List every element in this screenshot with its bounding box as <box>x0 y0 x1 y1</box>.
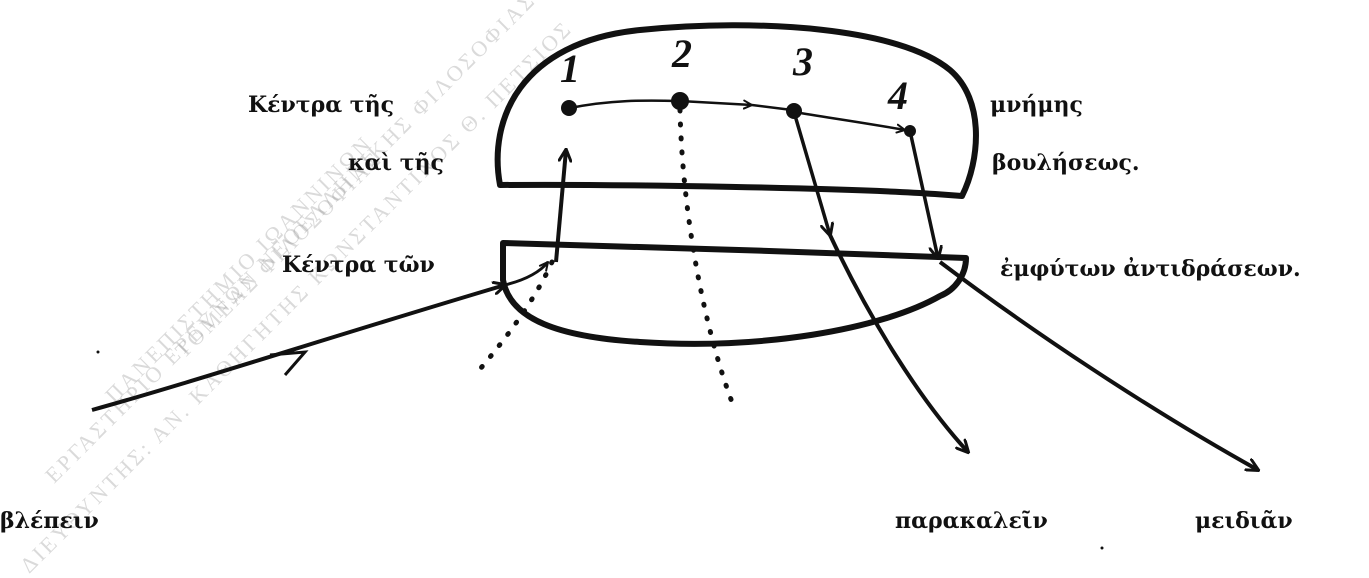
output-arrow-meidian <box>940 262 1258 470</box>
node-4-number: 4 <box>888 72 908 119</box>
label-lower-left: Κέντρα τῶν <box>282 252 435 278</box>
arrow-node2-node3 <box>680 101 752 105</box>
label-output-2: μειδιᾶν <box>1195 508 1293 534</box>
input-arrow-mark <box>270 352 305 375</box>
input-arrow <box>92 285 505 410</box>
dotted-path-left <box>475 262 552 375</box>
arrow-node1-node2 <box>570 101 678 108</box>
speck <box>1101 547 1104 550</box>
label-lower-right: ἐμφύτων ἀντιδράσεων. <box>1000 256 1301 282</box>
node-2-number: 2 <box>672 30 692 77</box>
descending-arrow-node3 <box>794 112 830 235</box>
label-upper-left-1: Κέντρα τῆς <box>248 92 394 118</box>
lower-center-shape <box>503 243 966 344</box>
node-3-number: 3 <box>793 38 813 85</box>
label-upper-left-2: καὶ τῆς <box>348 150 444 176</box>
input-to-lower-center <box>505 262 548 285</box>
label-output-1: παρακαλεῖν <box>895 508 1048 534</box>
speck <box>97 351 100 354</box>
node-2 <box>671 92 689 110</box>
arrow-node2-node3-tail <box>752 105 792 110</box>
label-upper-right-1: μνήμης <box>990 92 1083 118</box>
node-1 <box>561 100 577 116</box>
node-1-number: 1 <box>560 45 580 92</box>
label-input: βλέπειν <box>0 508 99 534</box>
dotted-path-center <box>680 110 735 410</box>
label-upper-right-2: βουλήσεως. <box>992 150 1140 176</box>
